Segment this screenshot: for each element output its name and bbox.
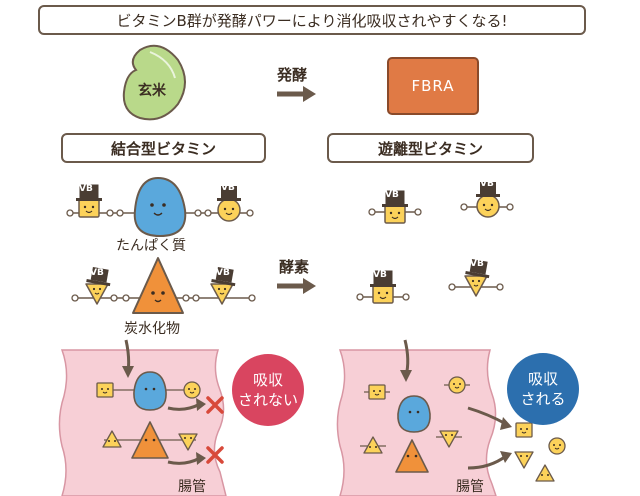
protein-bound-group [66, 176, 254, 238]
free-vitamins-group [356, 181, 514, 304]
arrow-icon [277, 86, 316, 102]
vb-tag: VB [385, 190, 399, 200]
genmai-label: 玄米 [138, 83, 166, 99]
not-absorbed-badge: 吸収 されない [232, 354, 304, 426]
vb-tag: VB [79, 184, 93, 194]
enzyme-label: 酵素 [279, 258, 310, 276]
vb-tag: VB [373, 270, 387, 280]
bound-vitamin-label: 結合型ビタミン [61, 133, 266, 163]
vb-tag: VB [216, 268, 230, 278]
carbohydrate-label: 炭水化物 [124, 321, 180, 337]
intestine-left [58, 339, 227, 496]
cross-icon [206, 396, 224, 414]
absorbed-badge: 吸収 される [507, 353, 579, 425]
vb-tag: VB [90, 268, 104, 278]
carb-bound-group [71, 257, 256, 314]
fermentation-label: 発酵 [277, 66, 308, 84]
rice-icon [122, 44, 186, 121]
cross-icon [206, 446, 224, 464]
intestine-label-right: 腸管 [456, 479, 484, 495]
intestine-label-left: 腸管 [178, 479, 206, 495]
free-vitamin-label: 遊離型ビタミン [327, 133, 534, 163]
arrow-icon [277, 278, 316, 294]
fbra-box: FBRA [387, 57, 479, 115]
diagram-title: ビタミンB群が発酵パワーにより消化吸収されやすくなる! [38, 5, 586, 35]
protein-label: たんぱく質 [116, 238, 186, 254]
intestine-right [336, 339, 566, 496]
vb-tag: VB [480, 179, 494, 189]
vb-tag: VB [470, 259, 484, 269]
vb-tag: VB [221, 183, 235, 193]
